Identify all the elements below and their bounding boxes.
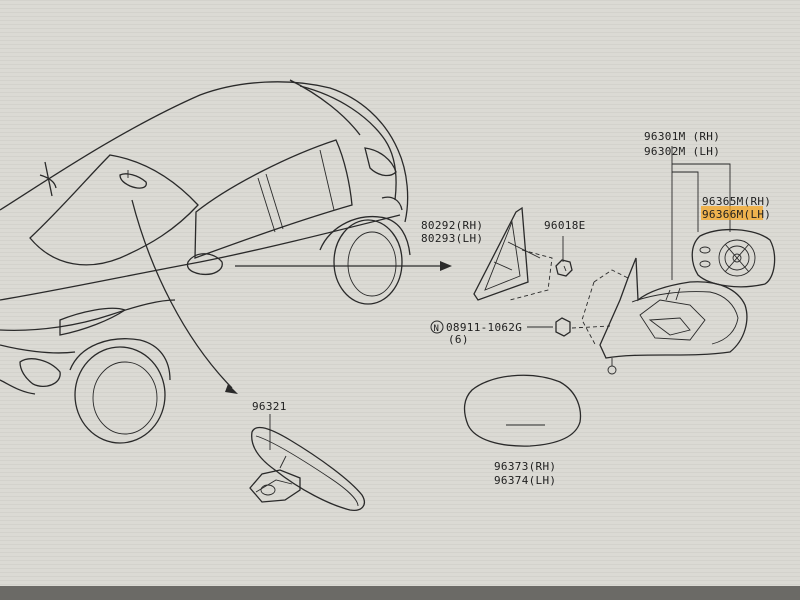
label-nut: 96018E [544, 219, 586, 232]
label-mirror-assy-rh: 96301M (RH) [644, 130, 720, 143]
mirror-cover-part [463, 374, 582, 447]
part-labels: 96301M (RH) 96302M (LH) 96365M(RH) 96366… [252, 130, 771, 487]
mirror-glass-part [691, 228, 776, 288]
corner-finisher-part [473, 206, 553, 301]
leader-lines [131, 199, 452, 394]
bolt-symbol-circle [430, 320, 444, 334]
label-glass-lh: 96366M(LH) [702, 208, 771, 221]
car-illustration [0, 79, 411, 444]
label-bolt: 08911-1062G [446, 321, 522, 334]
label-mirror-assy-lh: 96302M (LH) [644, 145, 720, 158]
label-cover-rh: 96373(RH) [494, 460, 556, 473]
label-bolt-qty: (6) [448, 333, 469, 346]
label-corner-lh: 80293(LH) [421, 232, 483, 245]
label-bolt-symbol: N [434, 324, 440, 334]
monitor-bezel [0, 586, 800, 600]
bolt-part [527, 317, 611, 337]
highlight-marker [701, 206, 763, 220]
nut-part [555, 236, 573, 277]
label-glass-rh: 96365M(RH) [702, 195, 771, 208]
label-cover-lh: 96374(LH) [494, 474, 556, 487]
inner-mirror-part [249, 414, 365, 511]
label-inner-mirror: 96321 [252, 400, 287, 413]
label-corner-rh: 80292(RH) [421, 219, 483, 232]
